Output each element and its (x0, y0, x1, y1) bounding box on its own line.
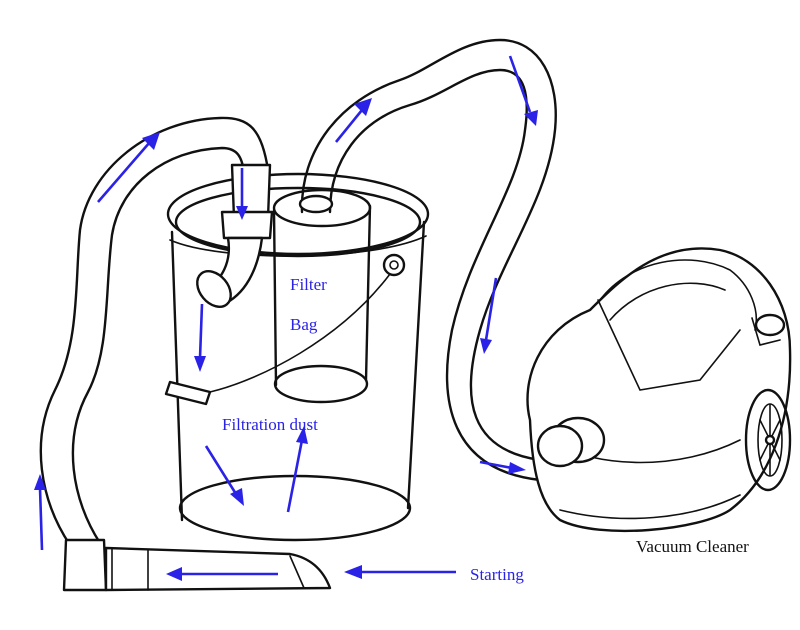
arrow-right-hose-down (484, 277, 498, 341)
filter-label: Filter (290, 275, 327, 294)
vacuum-cleaner-label: Vacuum Cleaner (636, 537, 749, 556)
arrow-left-hose-upper (97, 141, 151, 203)
bag-label: Bag (290, 315, 318, 334)
floor-nozzle (62, 538, 332, 592)
arrow-into-vacuum (479, 460, 513, 470)
arrow-left-hose-lower (38, 487, 44, 551)
vacuum-cleaner (526, 247, 792, 533)
arrow-outlet-up (334, 109, 364, 143)
outlet-hose (298, 38, 557, 482)
left-hose (39, 116, 270, 547)
arrow-top-down (508, 55, 532, 113)
airflow-arrows (34, 55, 538, 581)
filter-bucket (164, 172, 430, 542)
arrow-bucket-up (286, 439, 304, 513)
arrow-bucket-diagonal-down (204, 445, 238, 495)
filter-bag (272, 188, 372, 404)
arrow-bucket-down (198, 303, 204, 359)
labels: Filter Bag Filtration dust Vacuum Cleane… (222, 275, 749, 584)
filtration-dust-label: Filtration dust (222, 415, 318, 434)
starting-label: Starting (470, 565, 524, 584)
